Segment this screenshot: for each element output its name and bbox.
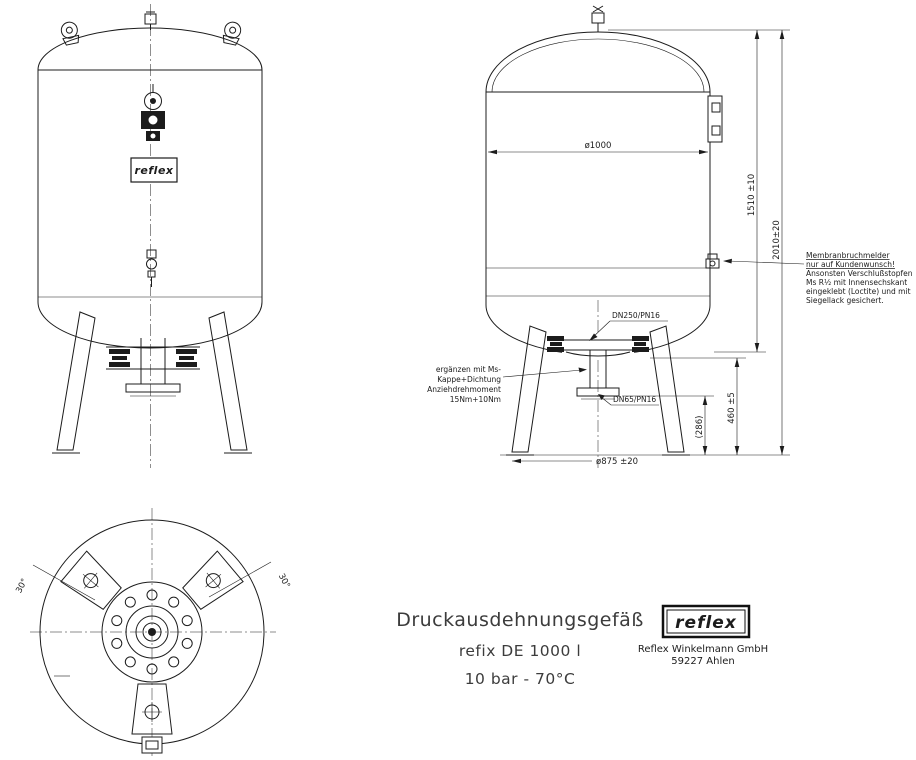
membrane-note-line2: nur auf Kundenwunsch!	[806, 260, 895, 269]
angle-label-right: 30°	[276, 572, 292, 590]
drawing-model: refix DE 1000 l	[459, 642, 581, 660]
dim-flange-height: 460 ±5	[727, 392, 737, 423]
dimensions-right: 2010±20 1510 ±10 460 ±5 (286) ø875 ±20	[500, 29, 790, 467]
reflex-logo-box	[661, 604, 751, 639]
membrane-note-line4: Ms R½ mit Innensechskant	[806, 278, 907, 287]
lifting-lug-right	[222, 21, 242, 46]
front-bottom-flange	[106, 338, 200, 397]
pressure-gauge-assembly	[141, 84, 165, 141]
notes: Membranbruchmelder nur auf Kundenwunsch!…	[427, 251, 913, 404]
membrane-note-line5: eingeklebt (Loctite) und mit	[806, 287, 911, 296]
dim-shell-height: 1510 ±10	[747, 174, 757, 216]
company-name: Reflex Winkelmann GmbH	[638, 644, 768, 655]
drawing-spec: 10 bar - 70°C	[465, 670, 576, 688]
cap-note-line1: ergänzen mit Ms-	[436, 365, 501, 374]
membrane-note-line3: Ansonsten Verschlußstopfen	[806, 269, 913, 278]
top-view: 30° 30°	[14, 508, 292, 756]
cap-note-line2: Kappe+Dichtung	[437, 375, 501, 384]
lifting-lug-left	[60, 21, 80, 46]
leg-pad-bottom	[131, 683, 173, 754]
vessel-logo-text: reflex	[135, 164, 174, 177]
dn65-flange	[576, 350, 620, 400]
side-leg-left	[511, 325, 547, 453]
side-leg-right	[649, 325, 685, 453]
company-city: 59227 Ahlen	[671, 656, 734, 667]
membrane-detector-fitting	[705, 253, 720, 269]
front-leg-right	[208, 311, 248, 451]
dn250-label: DN250/PN16	[612, 311, 660, 320]
mid-fitting	[146, 249, 157, 287]
membrane-note-line1: Membranbruchmelder	[806, 251, 890, 260]
leg-pad-upper-left	[60, 550, 122, 610]
front-view: reflex	[37, 4, 263, 468]
diameter-label: ø1000	[585, 141, 612, 151]
bolt-circle	[111, 589, 193, 675]
membrane-note-line6: Siegellack gesichert.	[806, 296, 884, 305]
title-block: Druckausdehnungsgefäß refix DE 1000 l 10…	[396, 604, 768, 688]
leg-pad-upper-right	[182, 550, 244, 610]
dn65-label: DN65/PN16	[613, 395, 656, 404]
angle-label-left: 30°	[14, 577, 30, 595]
nameplate-bracket	[707, 95, 723, 143]
cap-note-line4: 15Nm+10Nm	[450, 395, 501, 404]
reflex-logo-text: reflex	[675, 613, 737, 633]
side-view: ø1000	[485, 5, 723, 468]
front-leg-left	[56, 311, 96, 451]
vessel-logo-plate	[130, 157, 178, 183]
dim-total-height: 2010±20	[772, 220, 782, 260]
dim-dn65-height: (286)	[695, 416, 705, 439]
drawing-title: Druckausdehnungsgefäß	[396, 609, 644, 631]
dn250-flange	[547, 332, 649, 358]
dim-leg-circle: ø875 ±20	[596, 457, 638, 467]
cap-note-line3: Anziehdrehmoment	[427, 385, 501, 394]
